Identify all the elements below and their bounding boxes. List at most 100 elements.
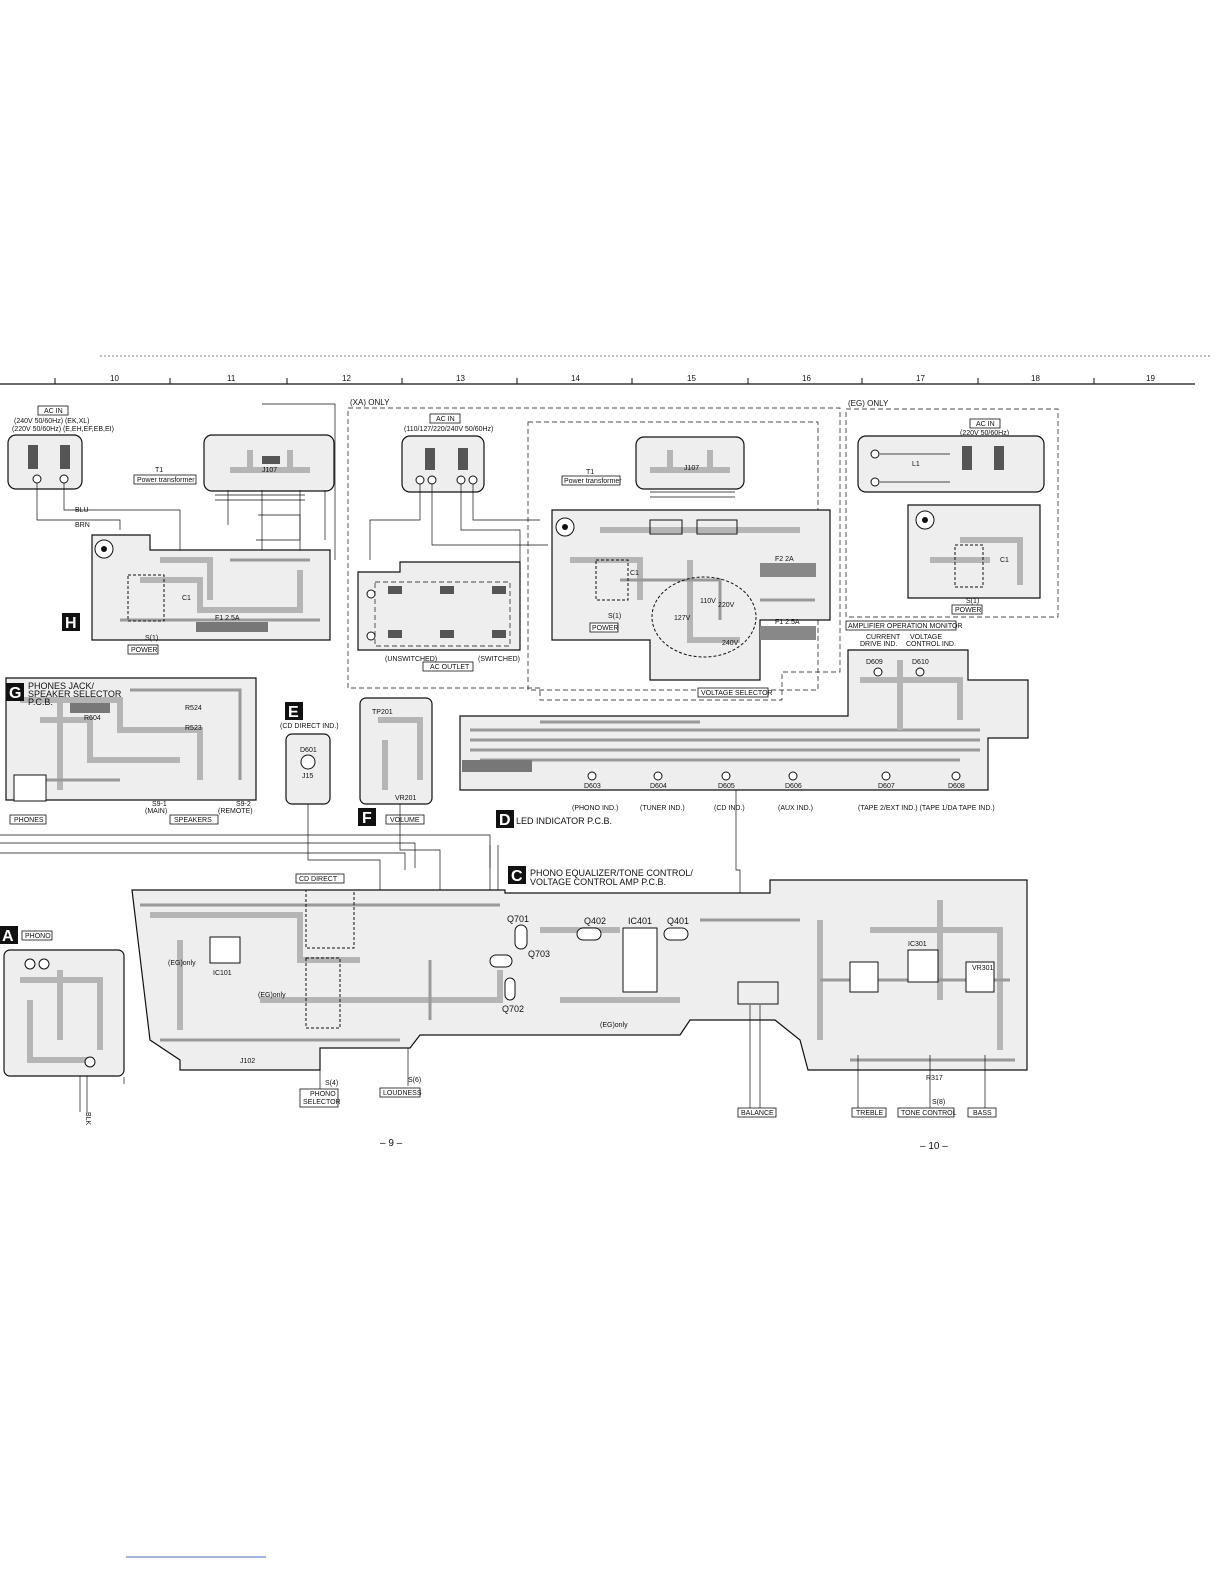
ac-outlet-label: AC OUTLET: [430, 664, 470, 671]
ruler-number: 15: [687, 374, 696, 383]
svg-text:A: A: [2, 928, 14, 945]
power-xa-label: POWER: [592, 625, 618, 632]
ic401-label: IC401: [628, 916, 652, 926]
tuner-ind-label: (TUNER IND.): [640, 805, 685, 812]
s1-eg-label: S(1): [966, 598, 979, 605]
power-transformer-label: Power transformer: [137, 477, 195, 484]
xa-only-title: (XA) ONLY: [350, 398, 390, 407]
xa-only-block: (XA) ONLY AC IN (110/127/220/240V 50/60H…: [347, 398, 841, 701]
pcb-d: D603 D604 D605 D606 D607 D608 D609 D610 …: [459, 649, 1029, 826]
j107-label: J107: [262, 467, 277, 474]
v110-label: 110V: [700, 598, 716, 605]
tp201-label: TP201: [372, 709, 393, 716]
g-title-2: SPEAKER SELECTOR: [28, 689, 122, 699]
eg-only-title: (EG) ONLY: [848, 399, 889, 408]
balance-label: BALANCE: [741, 1110, 774, 1117]
c1-xa-label: C1: [630, 570, 639, 577]
tag-a: A: [0, 926, 18, 945]
s92-label: S9-2: [236, 801, 251, 808]
current-drive-label: CURRENT: [866, 634, 901, 641]
phones-label: PHONES: [14, 817, 44, 824]
svg-text:D: D: [499, 812, 511, 829]
r524-label: R524: [185, 705, 202, 712]
volume-label: VOLUME: [390, 817, 420, 824]
power-eg-label: POWER: [955, 607, 981, 614]
power-label: POWER: [131, 647, 157, 654]
ruler-number: 13: [456, 374, 465, 383]
l1-label: L1: [912, 461, 920, 468]
d604-label: D604: [650, 783, 667, 790]
d609-label: D609: [866, 659, 883, 666]
voltage-selector-label: VOLTAGE SELECTOR: [701, 690, 773, 697]
q401-label: Q401: [667, 916, 689, 926]
d608-label: D608: [948, 783, 965, 790]
ruler-number: 19: [1146, 374, 1155, 383]
xa-ac-in-title: AC IN: [436, 416, 455, 423]
c1-eg-label: C1: [1000, 557, 1009, 564]
s91-label: S9-1: [152, 801, 167, 808]
ac-in-title: AC IN: [44, 408, 63, 415]
tag-e: E: [285, 702, 303, 721]
s4-label: S(4): [325, 1080, 338, 1087]
s8-label: S(8): [932, 1099, 945, 1106]
aux-ind-label: (AUX IND.): [778, 805, 813, 812]
s6-label: S(6): [408, 1077, 421, 1084]
r317-label: R317: [926, 1075, 943, 1082]
eg-ac-in-line1: (220V 50/60Hz): [960, 430, 1009, 437]
interconnect-wires: [0, 790, 741, 1112]
r523-label: R523: [185, 725, 202, 732]
v127-label: 127V: [674, 615, 691, 622]
q402-label: Q402: [584, 916, 606, 926]
ruler-number: 18: [1031, 374, 1040, 383]
pcb-f: TP201 VR201 VOLUME: [359, 697, 433, 825]
g-title-1: PHONES JACK/: [28, 681, 95, 691]
page-number-right: – 10 –: [920, 1141, 948, 1152]
t1-label: T1: [155, 467, 163, 474]
cd-ind-label: (CD IND.): [714, 805, 745, 812]
s1-xa-label: S(1): [608, 613, 621, 620]
ac-in-line1: (240V 50/60Hz) (EK,XL): [14, 418, 89, 425]
amp-monitor-label: AMPLIFIER OPERATION MONITOR: [848, 623, 962, 630]
phono-ind-label: (PHONO IND.): [572, 805, 618, 812]
a-phono-label: PHONO: [25, 933, 51, 940]
tone-control-label: TONE CONTROL: [901, 1110, 957, 1117]
pcb-a: PHONO BLK: [3, 930, 125, 1126]
ruler-number: 16: [802, 374, 811, 383]
pcb-e: D601 J15 (CD DIRECT IND.): [280, 723, 339, 805]
wire-blu: BLU: [75, 507, 89, 514]
tag-g: G: [6, 683, 24, 702]
ruler-number: 14: [571, 374, 580, 383]
tag-h: H: [62, 613, 80, 632]
t1-xa-label: T1: [586, 469, 594, 476]
xa-ac-in-line1: (110/127/220/240V 50/60Hz): [404, 426, 493, 433]
eg-ac-in-title: AC IN: [976, 421, 995, 428]
remote-label: (REMOTE): [218, 808, 253, 815]
pcb-h: F1 2.5A C1 S(1) POWER: [91, 534, 331, 655]
q702-label: Q702: [502, 1004, 524, 1014]
cd-direct-label: CD DIRECT: [299, 876, 338, 883]
tag-c: C: [508, 866, 526, 885]
pcb-c: IC101 IC401 IC301 Q701 Q702 Q703 Q402 Q4…: [131, 868, 1028, 1118]
eg-only-note-3: (EG)only: [600, 1022, 628, 1029]
page-number-left: – 9 –: [380, 1138, 403, 1149]
bass-label: BASS: [973, 1110, 992, 1117]
ruler-number: 11: [227, 374, 236, 383]
j15-label: J15: [302, 773, 313, 780]
phono-selector-label-2: SELECTOR: [303, 1099, 341, 1106]
tag-d: D: [496, 810, 514, 829]
wire-blk: BLK: [84, 1112, 91, 1126]
ruler: 10 11 12 13 14 15 16 17 18 19: [0, 355, 1212, 385]
vr301-label: VR301: [972, 965, 994, 972]
svg-text:F: F: [362, 810, 372, 827]
switched-label: (SWITCHED): [478, 656, 520, 663]
wire-brn: BRN: [75, 522, 90, 529]
c-title-2: VOLTAGE CONTROL AMP P.C.B.: [530, 877, 666, 887]
speakers-label: SPEAKERS: [174, 817, 212, 824]
vr201-label: VR201: [395, 795, 417, 802]
eg-only-note-2: (EG)only: [258, 992, 286, 999]
fuse-f2-xa: F2 2A: [775, 556, 794, 563]
g-title-3: P.C.B.: [28, 697, 53, 707]
ruler-number: 10: [110, 374, 119, 383]
fuse-f1-xa: F1 2.5A: [775, 619, 800, 626]
d-title: LED INDICATOR P.C.B.: [516, 816, 612, 826]
